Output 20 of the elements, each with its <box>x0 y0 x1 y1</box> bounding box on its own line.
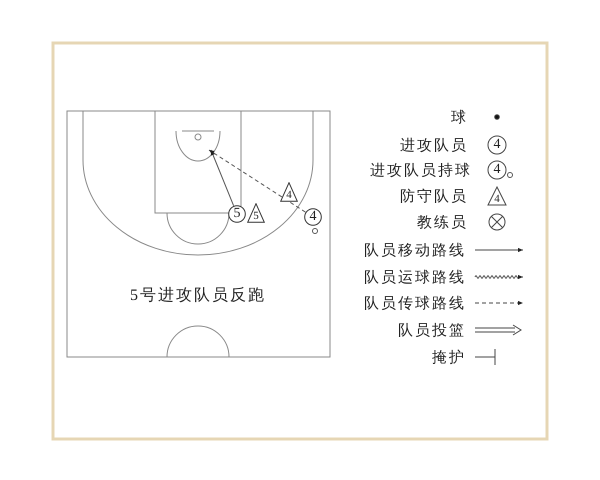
legend-text: 掩护 <box>432 348 466 367</box>
legend-text: 队员移动路线 <box>364 242 466 260</box>
movement-arrow <box>210 150 234 206</box>
legend-text: 球 <box>451 108 468 127</box>
legend-text: 队员运球路线 <box>364 268 466 287</box>
defensive-player-icon: 4 <box>487 186 507 206</box>
offensive-player-icon: 4 <box>487 135 507 155</box>
legend-text: 进攻队员 <box>400 136 468 155</box>
player-with-ball-icon: 4 <box>487 160 507 180</box>
legend-text: 队员传球路线 <box>364 294 466 313</box>
legend-text: 队员投篮 <box>398 322 466 340</box>
offensive-player-marker: 5 <box>228 205 246 223</box>
legend-text: 教练员 <box>417 214 468 232</box>
offensive-player-marker: 4 <box>304 208 322 226</box>
legend-text: 防守队员 <box>400 188 468 206</box>
defensive-player-marker: 4 <box>280 182 298 202</box>
play-caption: 5号进攻队员反跑 <box>129 286 267 306</box>
defensive-player-marker: 5 <box>247 203 265 223</box>
legend-text: 进攻队员持球 <box>370 162 472 180</box>
pass-arrow <box>208 150 306 213</box>
